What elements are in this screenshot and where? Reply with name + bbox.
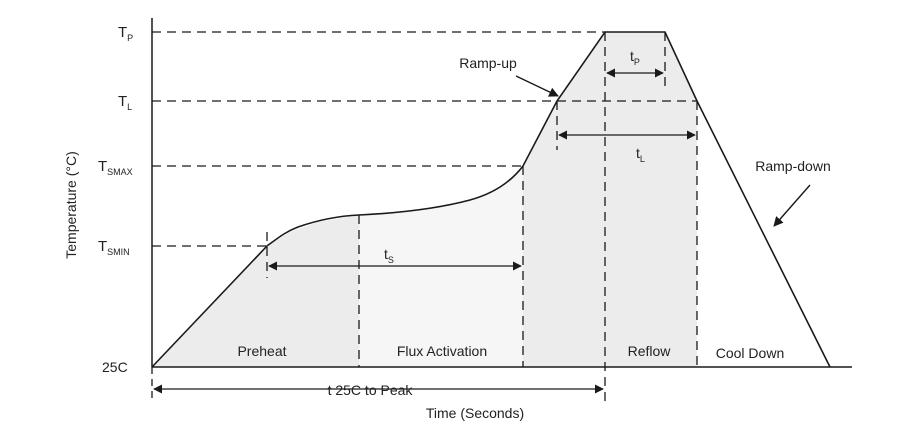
ramp-up-label: Ramp-up — [459, 55, 517, 71]
tp-duration-label: tP — [630, 48, 640, 67]
ramp-down-pointer — [773, 184, 811, 227]
tl-duration-label: tL — [636, 145, 645, 164]
t25-peak-label: t 25C to Peak — [328, 382, 414, 398]
preheat-zone-label: Preheat — [237, 343, 286, 359]
x-axis-title: Time (Seconds) — [426, 405, 524, 421]
reflow-fill — [605, 32, 697, 367]
ramp-fill — [523, 32, 605, 367]
ambient-label: 25C — [102, 359, 128, 375]
ts-duration-label: tS — [384, 246, 394, 265]
tp-label: TP — [118, 24, 133, 43]
ramp-down-label: Ramp-down — [755, 158, 830, 174]
tsmax-label: TSMAX — [98, 158, 133, 177]
preheat-fill — [152, 215, 359, 367]
tl-label: TL — [118, 93, 132, 112]
cooldown-zone-label: Cool Down — [716, 345, 784, 361]
reflow-zone-label: Reflow — [628, 343, 672, 359]
tsmin-label: TSMIN — [98, 238, 130, 257]
temperature-profile-curve — [151, 31, 831, 368]
y-axis-title: Temperature (°C) — [63, 151, 79, 259]
flux-zone-label: Flux Activation — [397, 343, 487, 359]
ramp-up-pointer — [515, 75, 559, 97]
